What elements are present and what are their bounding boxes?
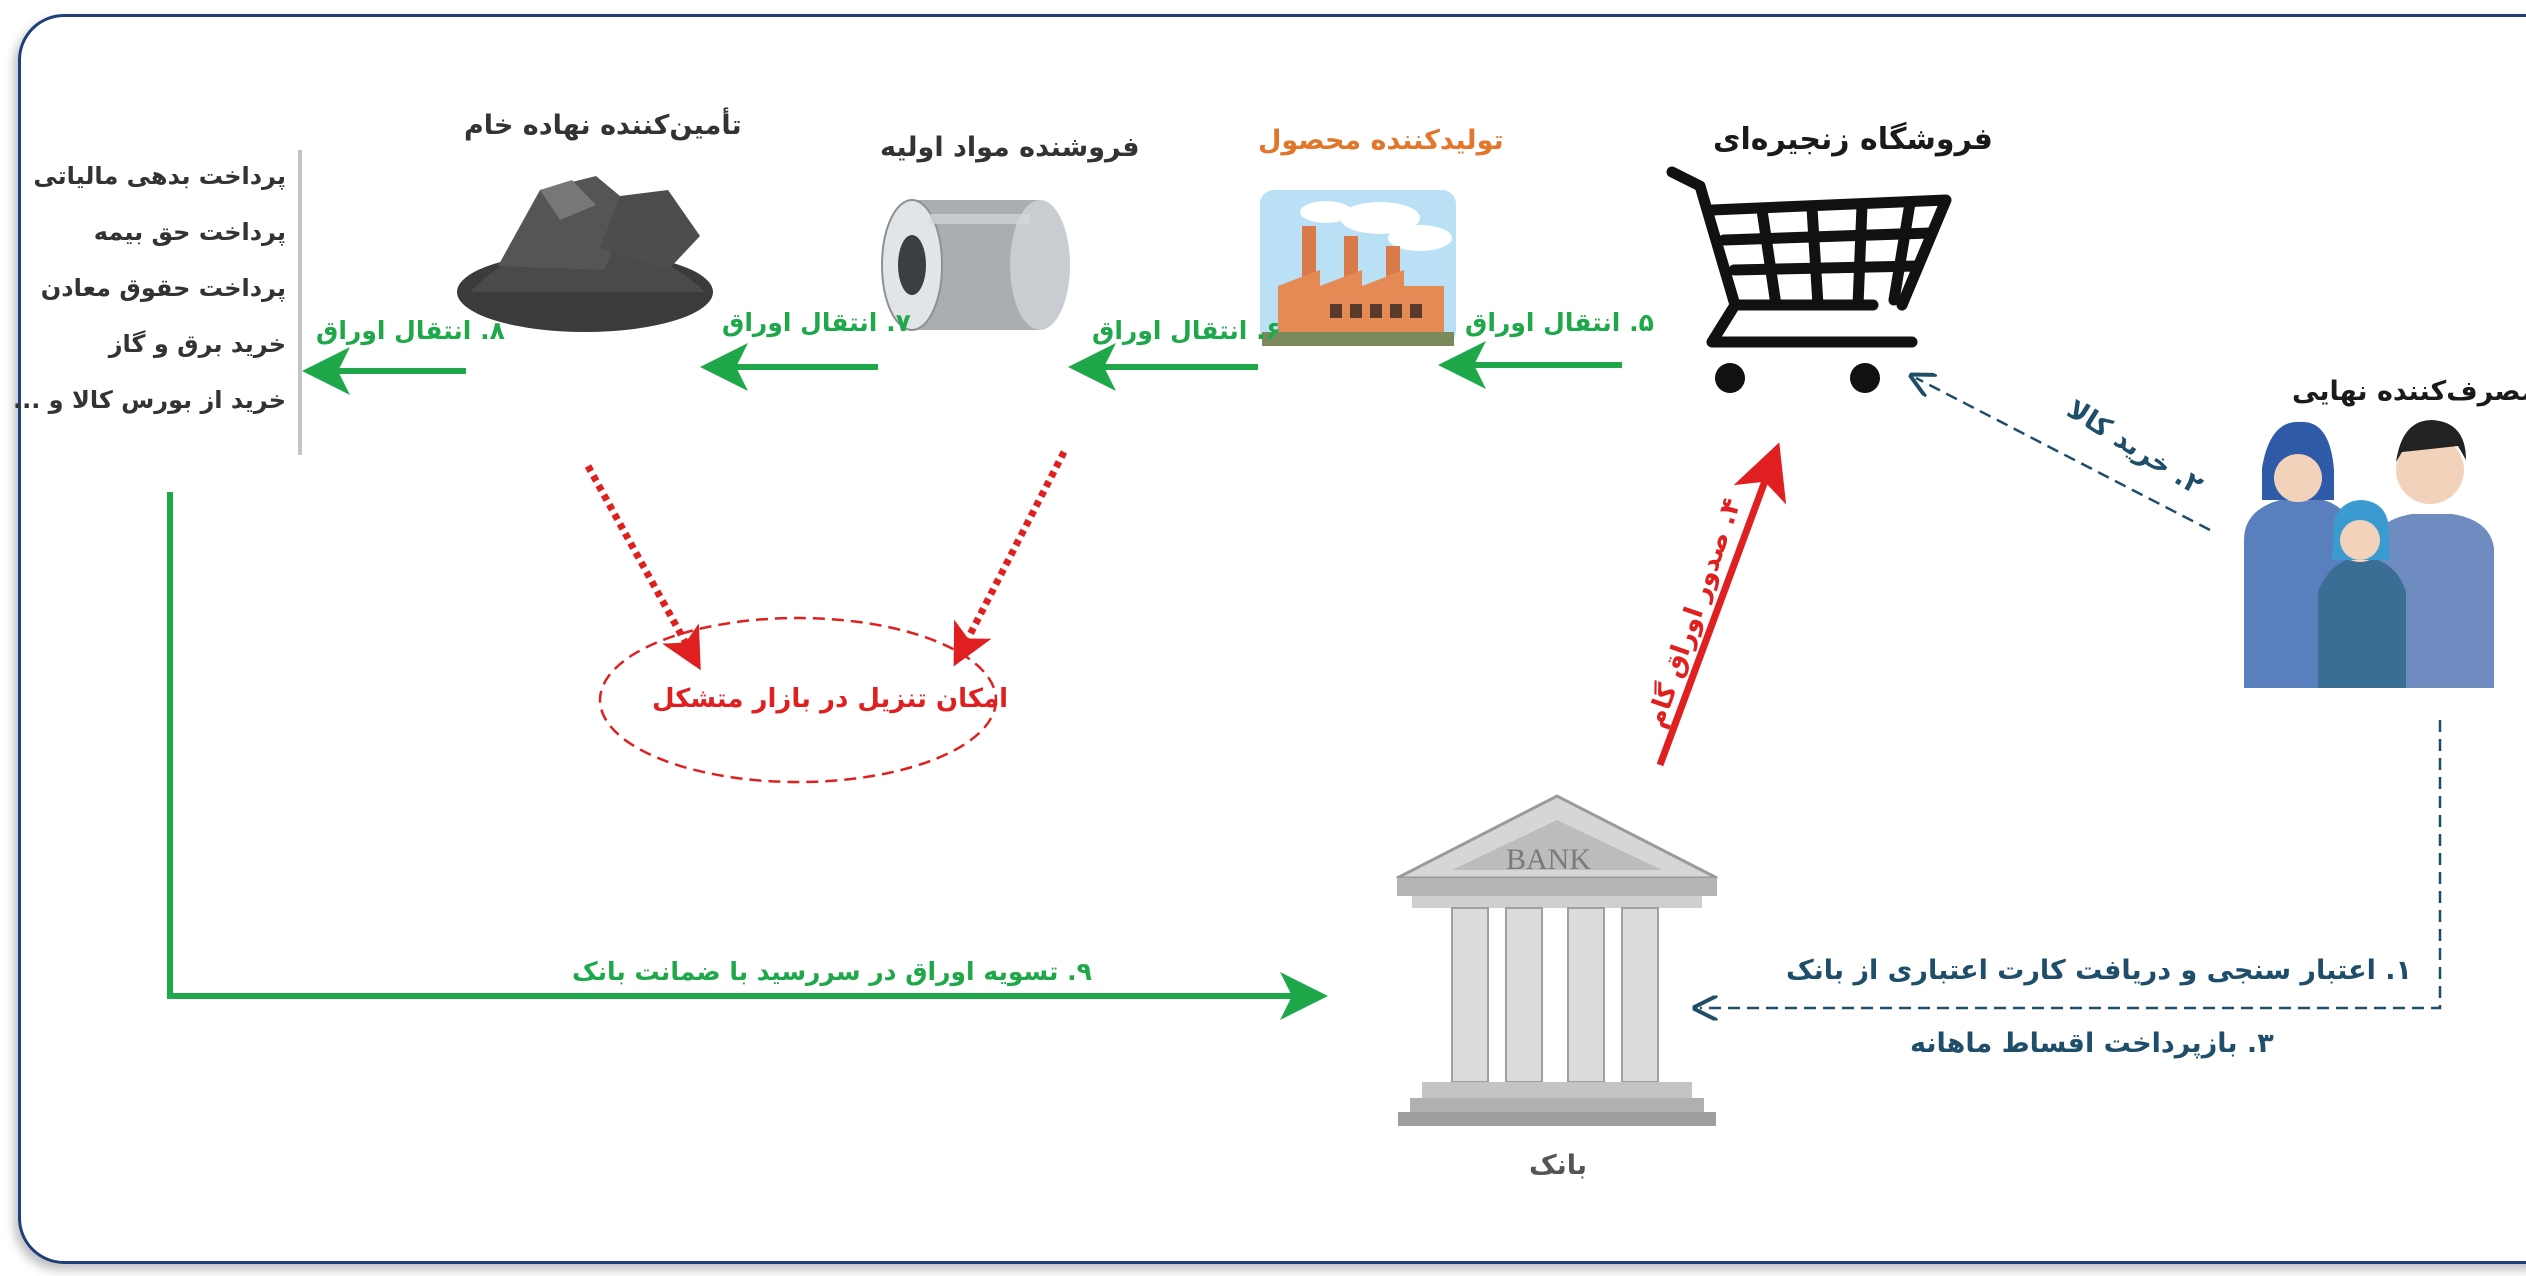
input-supplier-label: تأمین‌کننده نهاده خام: [464, 110, 742, 141]
retailer-label: فروشگاه زنجیره‌ای: [1713, 122, 1993, 157]
bank-building-icon: [1396, 794, 1718, 1126]
arrow-discount-right: [953, 450, 1068, 667]
step-3-label: ۳. بازپرداخت اقساط ماهانه: [1910, 1028, 2274, 1059]
step-6-label: ۶. انتقال اوراق: [1092, 316, 1281, 345]
arrow-repay-1-3: [1700, 720, 2442, 1008]
discount-market-ellipse: [598, 616, 998, 784]
shopping-cart-icon: [1666, 166, 1952, 393]
uses-item: پرداخت حقوق معادن: [40, 274, 286, 302]
bank-sign-text: BANK: [1506, 843, 1592, 876]
discount-note: امکان تنزیل در بازار متشکل: [652, 684, 1008, 714]
uses-item: پرداخت بدهی مالیاتی: [33, 162, 286, 190]
uses-list: پرداخت بدهی مالیاتی پرداخت حق بیمه پرداخ…: [12, 148, 286, 428]
arrow-purchase-2: [1916, 378, 2211, 532]
uses-item: خرید برق و گاز: [108, 330, 286, 358]
step-1-label: ۱. اعتبار سنجی و دریافت کارت اعتباری از …: [1786, 955, 2412, 986]
uses-item: خرید از بورس کالا و ...: [12, 386, 286, 414]
producer-label: تولیدکننده محصول: [1258, 125, 1504, 156]
uses-divider: [298, 150, 302, 455]
step-9-label: ۹. تسویه اوراق در سررسید با ضمانت بانک: [572, 957, 1092, 986]
consumer-label: مصرف‌کننده نهایی: [2292, 376, 2526, 407]
step-5-label: ۵. انتقال اوراق: [1465, 308, 1654, 337]
arrow-settlement-9: [167, 492, 1328, 1020]
factory-icon: [1260, 190, 1456, 346]
uses-item: پرداخت حق بیمه: [93, 218, 286, 246]
step-8-label: ۸. انتقال اوراق: [316, 316, 505, 345]
coal-pile-icon: [457, 176, 713, 332]
step-7-label: ۷. انتقال اوراق: [722, 308, 911, 337]
arrow-issue-4: [1656, 442, 1787, 767]
diagram-frame: [18, 14, 2526, 1264]
bank-label: بانک: [1529, 1150, 1588, 1181]
steel-coil-icon: [881, 199, 1070, 331]
arrow-discount-left: [584, 464, 701, 671]
raw-seller-label: فروشنده مواد اولیه: [880, 132, 1140, 163]
family-icon: [2244, 420, 2494, 688]
